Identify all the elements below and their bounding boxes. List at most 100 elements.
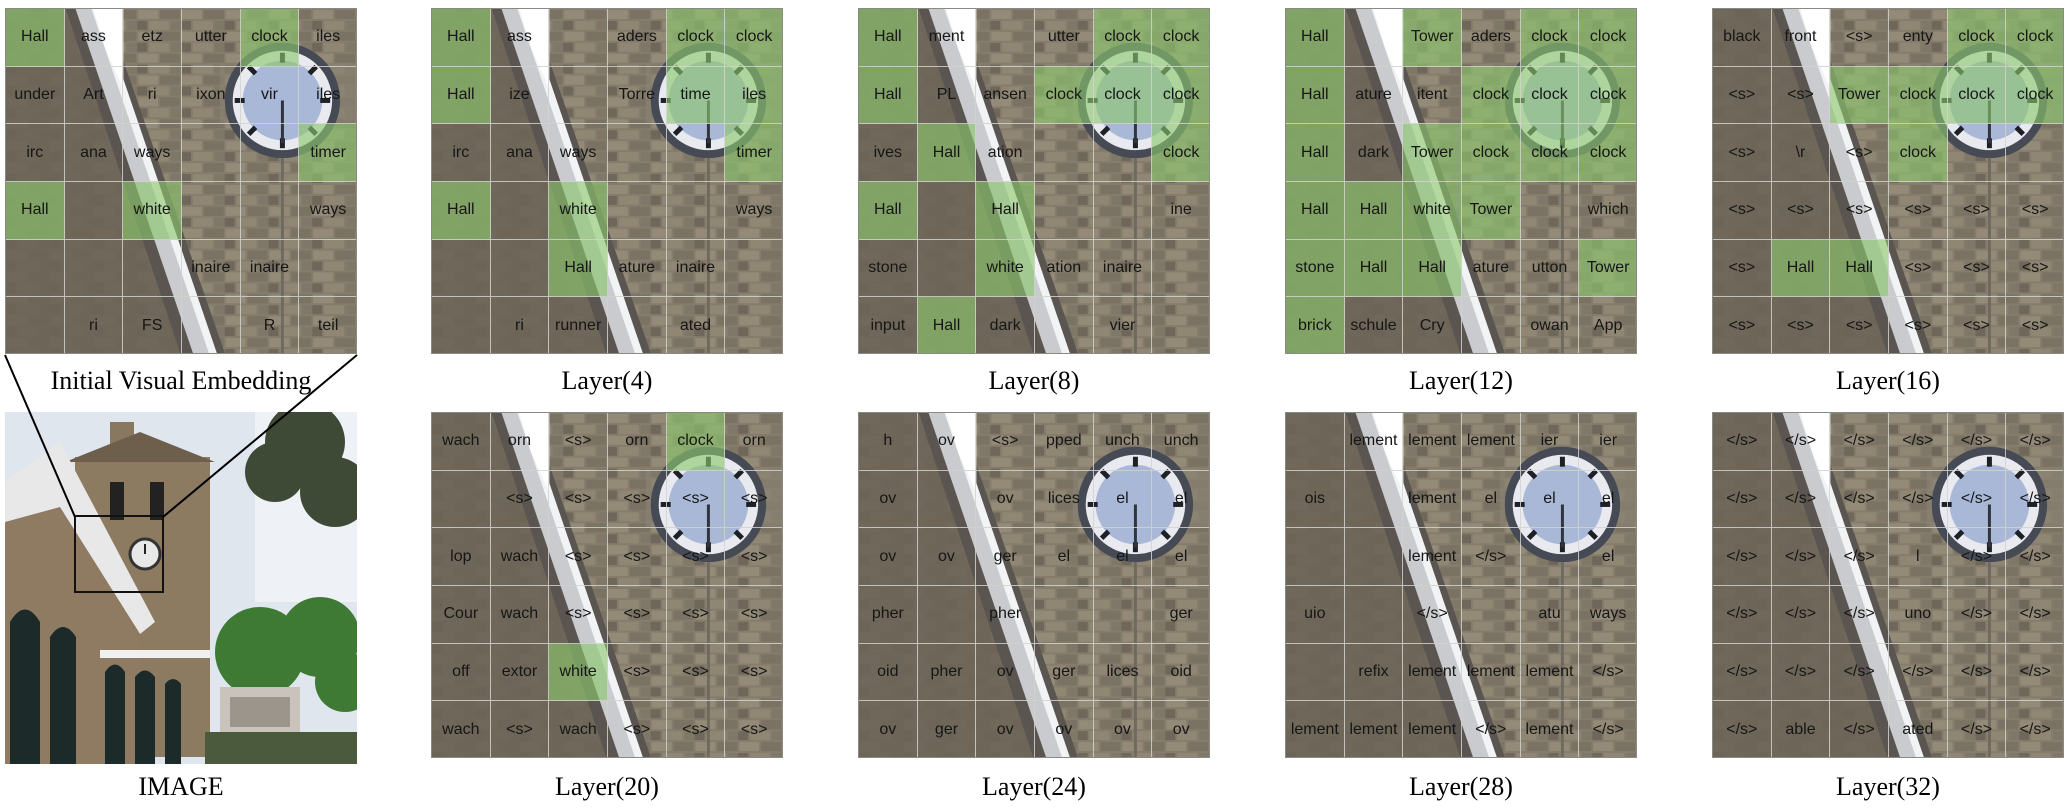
- token-cell: el: [1579, 528, 1636, 586]
- token-cell: </s>: [2006, 528, 2063, 586]
- token-cell: ier: [1520, 413, 1580, 471]
- token-cell: Hall: [1403, 239, 1462, 298]
- token-cell: <s>: [491, 701, 550, 757]
- token-cell: ger: [1035, 643, 1094, 702]
- token-cell: <s>: [725, 701, 782, 757]
- token-cell: Hall: [6, 9, 65, 67]
- token-cell: dark: [976, 297, 1035, 353]
- token-cell: clock: [2006, 9, 2063, 67]
- token-cell: lement: [1403, 643, 1462, 702]
- token-cell: clock: [1947, 9, 2007, 67]
- token-cell: clock: [1889, 66, 1948, 125]
- token-cell: [182, 124, 241, 182]
- token-cell: <s>: [725, 586, 782, 644]
- token-cell: </s>: [1947, 470, 2007, 529]
- caption-image: IMAGE: [138, 772, 224, 801]
- token-cell: aders: [1462, 9, 1521, 67]
- token-cell: [490, 239, 550, 298]
- token-cell: </s>: [1462, 701, 1521, 757]
- token-cell: <s>: [666, 528, 726, 586]
- token-cell: </s>: [1579, 701, 1636, 757]
- token-cell: ways: [1579, 586, 1636, 644]
- token-cell: ment: [917, 9, 977, 67]
- token-cell: lement: [1345, 701, 1404, 757]
- token-cell: </s>: [1830, 528, 1889, 586]
- token-cell: ixon: [182, 66, 241, 125]
- token-cell: </s>: [2006, 471, 2063, 529]
- token-cell: [1344, 470, 1404, 529]
- token-cell: Hall: [917, 124, 977, 182]
- token-cell: unch: [1093, 413, 1153, 471]
- token-cell: orn: [608, 413, 667, 471]
- token-cell: clock: [1093, 66, 1153, 125]
- token-cell: clock: [1520, 66, 1580, 125]
- token-cell: clock: [1889, 124, 1948, 182]
- token-cell: </s>: [1713, 701, 1772, 757]
- source-image: [5, 412, 357, 764]
- token-cell: orn: [725, 413, 782, 471]
- token-cell: <s>: [666, 643, 726, 702]
- token-cell: <s>: [549, 528, 608, 586]
- token-cell: </s>: [1830, 413, 1889, 471]
- token-cell: white: [549, 182, 608, 240]
- token-cell: clock: [666, 413, 726, 471]
- token-cell: PL: [917, 66, 977, 125]
- token-cell: under: [6, 66, 65, 125]
- caption-layer-28: Layer(28): [1409, 772, 1513, 801]
- token-cell: aders: [608, 9, 667, 67]
- token-cell: Hall: [976, 182, 1035, 240]
- token-cell: ana: [64, 124, 124, 182]
- token-cell: Tower: [1830, 66, 1889, 125]
- token-cell: </s>: [1889, 643, 1948, 702]
- token-cell: brick: [1286, 297, 1345, 353]
- token-cell: [976, 9, 1035, 67]
- token-cell: clock: [1152, 9, 1209, 67]
- token-cell: R: [241, 297, 300, 353]
- token-cell: clock: [1947, 66, 2007, 125]
- token-cell: Hall: [432, 9, 491, 67]
- token-cell: </s>: [1947, 586, 2007, 644]
- token-cell: ger: [976, 528, 1035, 586]
- token-cell: [917, 470, 977, 529]
- token-cell: clock: [1579, 9, 1636, 67]
- token-cell: </s>: [1462, 528, 1521, 586]
- token-cell: \r: [1771, 124, 1831, 182]
- token-cell: [6, 239, 65, 298]
- token-cell: [1093, 182, 1153, 240]
- token-cell: which: [1579, 182, 1636, 240]
- token-cell: ov: [976, 701, 1035, 757]
- token-cell: [1344, 586, 1404, 644]
- token-cell: ana: [490, 124, 550, 182]
- token-cell: </s>: [2006, 413, 2063, 471]
- caption-layer-16: Layer(16): [1836, 366, 1940, 395]
- token-cell: [1035, 182, 1094, 240]
- token-cell: [1520, 182, 1580, 240]
- token-cell: time: [666, 66, 726, 125]
- token-cell: <s>: [608, 586, 667, 644]
- token-cell: Hall: [1286, 182, 1345, 240]
- token-cell: dark: [1344, 124, 1404, 182]
- token-cell: ov: [917, 413, 977, 471]
- token-cell: irc: [432, 124, 491, 182]
- token-cell: </s>: [1713, 413, 1772, 471]
- token-cell: oid: [859, 643, 918, 702]
- token-cell: able: [1772, 701, 1831, 757]
- caption-layer-8: Layer(8): [988, 366, 1080, 395]
- token-cell: lement: [1520, 643, 1580, 702]
- token-cell: [182, 182, 241, 240]
- token-cell: <s>: [608, 643, 667, 702]
- token-cell: clock: [1579, 66, 1636, 125]
- token-cell: ated: [667, 297, 726, 353]
- token-cell: inaire: [666, 239, 726, 298]
- token-cell: </s>: [1889, 413, 1948, 471]
- token-cell: pher: [859, 586, 918, 644]
- token-cell: <s>: [1771, 182, 1831, 240]
- token-cell: ier: [1579, 413, 1636, 471]
- token-cell: </s>: [1948, 701, 2007, 757]
- token-cell: <s>: [2006, 182, 2063, 240]
- token-cell: [240, 182, 300, 240]
- token-cell: <s>: [1830, 182, 1889, 240]
- token-cell: Hall: [1344, 182, 1404, 240]
- token-cell: oid: [1152, 644, 1209, 702]
